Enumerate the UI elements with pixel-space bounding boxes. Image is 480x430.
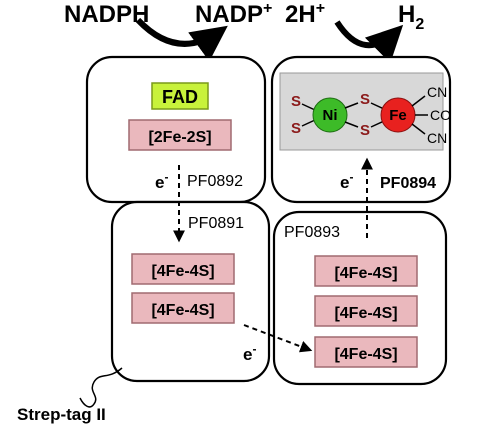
bond-s1-ni [301,103,316,111]
fe4s4-box-5 [314,336,418,368]
pf0894-label: PF0894 [380,175,436,192]
electron-label-3: e- [340,170,353,192]
active-site-box [279,72,444,151]
iron-label: Fe [389,107,407,124]
fe4s4-label-2: [4Fe-4S] [151,302,214,319]
fad-box [151,82,209,110]
fe4s4-label-5: [4Fe-4S] [334,346,397,363]
fe4s4-label-1: [4Fe-4S] [151,263,214,280]
fe4s4-box-2 [131,292,235,324]
fe4s4-box-3 [314,255,418,287]
nickel-label: Ni [323,107,338,124]
pf0891-label: PF0891 [188,215,244,232]
nadph-label: NADPH [64,1,149,28]
electron-label-2: e- [243,342,256,364]
bond-fe-cn2 [411,123,426,135]
pf0892-label: PF0892 [187,173,243,190]
fe2s2-box [128,119,232,151]
cyanide-1: CN [427,84,447,100]
protons-label: 2H+ [285,0,325,28]
electron-transfer-arrow-diagonal [243,324,313,353]
bond-s3-fe [370,102,385,110]
strep-tag-label: Strep-tag II [17,405,106,424]
fe4s4-box-1 [131,253,235,285]
sulfur-1: S [291,93,301,110]
strep-tag-tail [79,367,123,408]
fe4s4-box-4 [314,295,418,327]
bond-s4-fe [370,120,385,128]
nickel-atom [312,97,348,133]
nadph-oxidation-arrow [135,17,228,62]
fe4s4-label-4: [4Fe-4S] [334,305,397,322]
bond-ni-s4 [344,121,359,128]
hydrogen-label: H2 [398,1,424,33]
fad-label: FAD [162,87,198,107]
h2-evolution-arrow [334,20,404,64]
sulfur-2: S [291,120,301,137]
subunit-pf0891 [110,200,271,383]
fe2s2-label: [2Fe-2S] [148,129,211,146]
carbonyl: CO [430,107,451,123]
pf0893-label: PF0893 [284,224,340,241]
sulfur-4: S [360,122,370,139]
electron-label-1: e- [155,170,168,192]
bond-fe-cn1 [411,95,426,107]
bond-ni-s3 [344,102,359,109]
sulfur-3: S [360,91,370,108]
nadp-label: NADP+ [195,0,272,28]
bond-s2-ni [301,119,316,127]
cyanide-2: CN [427,130,447,146]
fe4s4-label-3: [4Fe-4S] [334,265,397,282]
